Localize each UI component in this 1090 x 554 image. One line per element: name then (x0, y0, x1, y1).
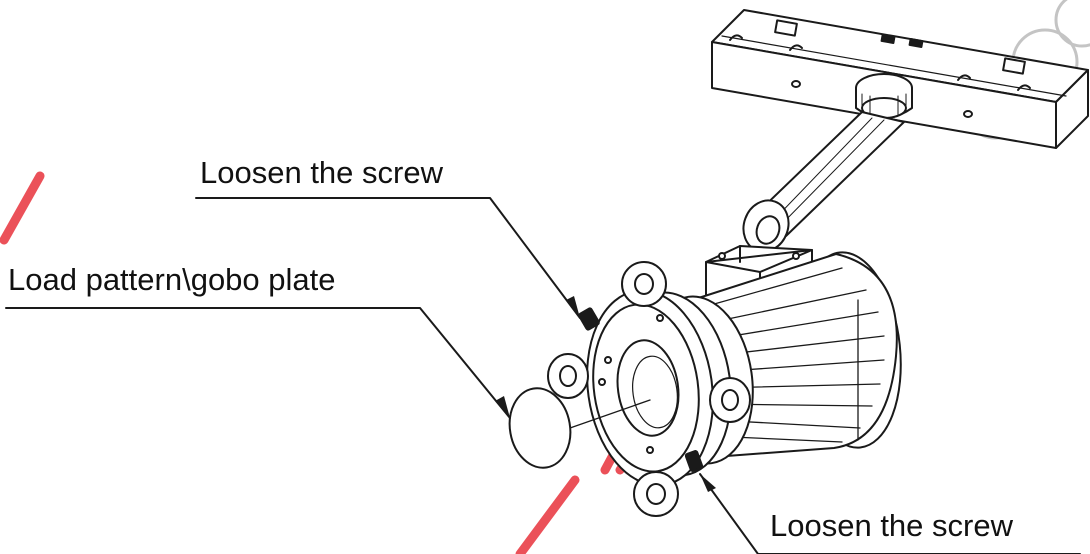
mounting-ears (547, 261, 751, 517)
callout-load-gobo-plate: Load pattern\gobo plate (8, 262, 336, 297)
gobo-plate (508, 387, 651, 469)
callout-loosen-top-screw: Loosen the screw (200, 155, 443, 190)
bottom-screw (684, 450, 704, 472)
callout-loosen-bottom-screw: Loosen the screw (770, 508, 1013, 543)
ear-right (709, 377, 751, 423)
ear-top (621, 261, 667, 307)
support-arm (742, 111, 905, 253)
ear-left (547, 353, 589, 399)
leader-lines (5, 197, 1081, 554)
arrowheads (495, 296, 716, 492)
top-screw (578, 307, 600, 331)
ear-bottom (633, 471, 679, 517)
swivel-collar (855, 73, 913, 119)
